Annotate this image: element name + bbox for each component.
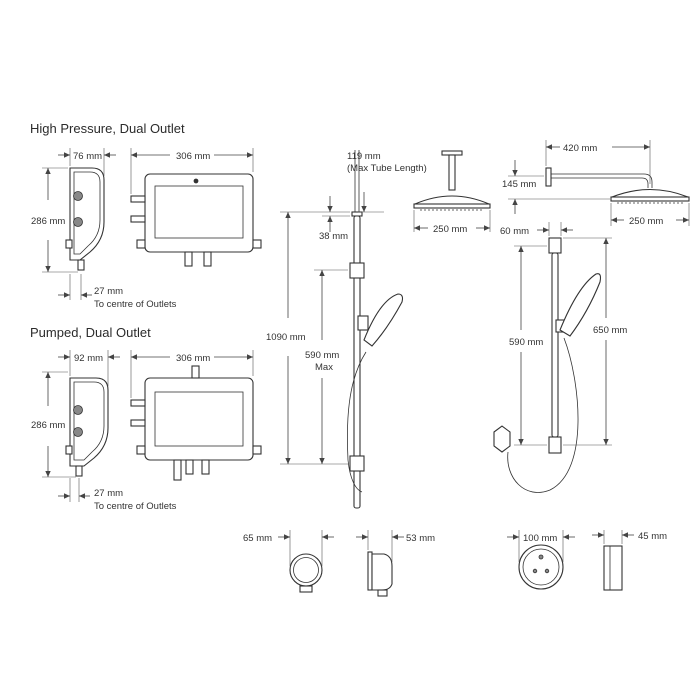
dim-rail-bracket-note: Max: [315, 362, 333, 373]
dim-hp-offset: 27 mm: [94, 286, 123, 297]
dim-rail-bracket: 590 mm: [305, 350, 339, 361]
dim-rail2-total: 650 mm: [593, 325, 627, 336]
remote-front-view: [518, 544, 564, 590]
section-title-pumped: Pumped, Dual Outlet: [30, 325, 151, 340]
dim-tube-length-note: (Max Tube Length): [347, 163, 427, 174]
dim-tube-length: 119 mm: [347, 151, 381, 162]
dim-hp-depth: 76 mm: [73, 151, 102, 162]
dim-remote-depth: 45 mm: [638, 531, 667, 542]
pp-side-view: [65, 377, 109, 477]
outlet-front-view: [289, 553, 323, 593]
dim-pp-offset-note: To centre of Outlets: [94, 501, 177, 512]
dim-hp-width: 306 mm: [176, 151, 210, 162]
dim-outlet-dia: 65 mm: [243, 533, 272, 544]
riser-rail-2: [493, 237, 602, 493]
dim-pp-depth: 92 mm: [74, 353, 103, 364]
dim-outlet-depth: 53 mm: [406, 533, 435, 544]
dim-rail2-top: 60 mm: [500, 226, 529, 237]
hp-side-view: [65, 167, 105, 271]
dim-pp-width: 306 mm: [176, 353, 210, 364]
dim-rail2-bracket: 590 mm: [509, 337, 543, 348]
dim-arm-height: 145 mm: [502, 179, 536, 190]
ceiling-shower-head: [413, 150, 491, 211]
dim-head-wall: 250 mm: [629, 216, 663, 227]
dim-pp-height: 286 mm: [31, 420, 65, 431]
outlet-side-view: [367, 551, 393, 597]
wall-arm-shower-head: [545, 167, 690, 204]
dim-hp-offset-note: To centre of Outlets: [94, 299, 177, 310]
remote-side-view: [603, 545, 623, 591]
dim-pp-offset: 27 mm: [94, 488, 123, 499]
hp-front-view: [130, 173, 262, 267]
dim-rail-top: 38 mm: [319, 231, 348, 242]
dim-hp-height: 286 mm: [31, 216, 65, 227]
dim-rail-total: 1090 mm: [266, 332, 306, 343]
dim-head-ceiling: 250 mm: [433, 224, 467, 235]
dim-arm-length: 420 mm: [563, 143, 597, 154]
section-title-high-pressure: High Pressure, Dual Outlet: [30, 121, 185, 136]
dim-remote-dia: 100 mm: [523, 533, 557, 544]
riser-rail-1: [346, 150, 404, 509]
pp-front-view: [130, 365, 262, 481]
